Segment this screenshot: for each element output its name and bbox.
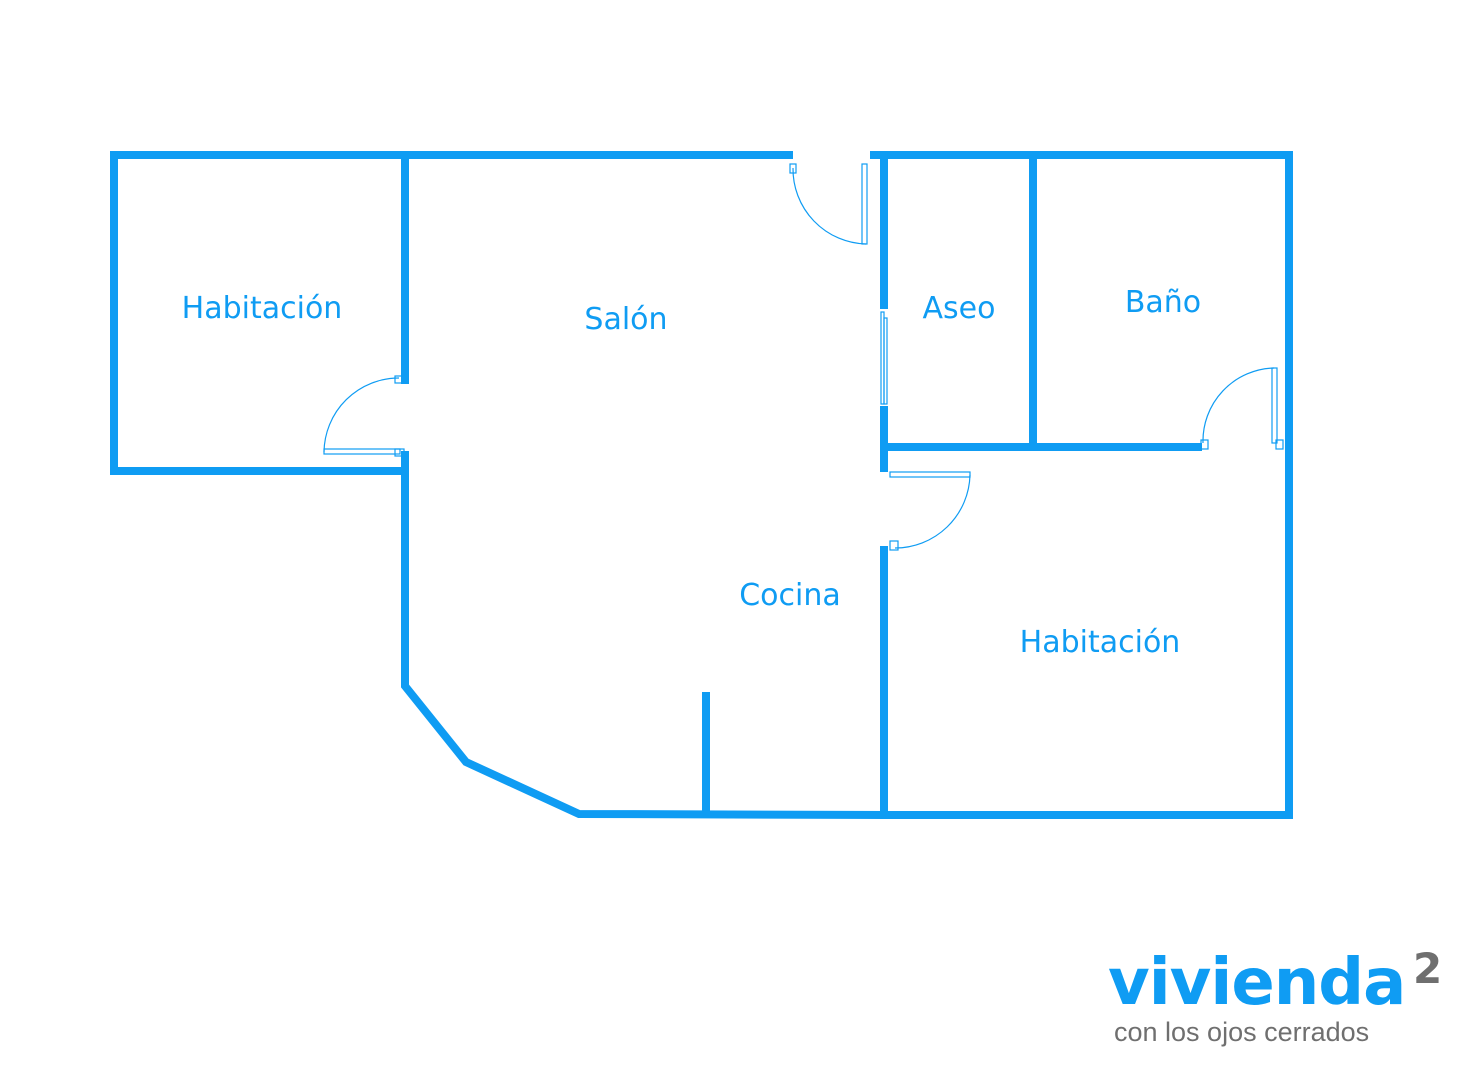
label-aseo: Aseo — [923, 291, 996, 326]
door-habitacion-1 — [323, 375, 405, 457]
room-labels: Habitación Salón Aseo Baño Cocina Habita… — [182, 285, 1202, 660]
brand-logo: vivienda 2 con los ojos cerrados — [1108, 945, 1458, 1055]
logo-wordmark: vivienda — [1108, 946, 1406, 1020]
logo-superscript: 2 — [1413, 944, 1443, 993]
label-bano: Baño — [1125, 285, 1201, 320]
door-habitacion-2 — [889, 471, 971, 551]
wall-top-right — [870, 151, 1293, 819]
door-entrance — [789, 163, 868, 245]
doors — [323, 163, 1284, 551]
wall-bottom-angled — [401, 451, 889, 820]
label-cocina: Cocina — [739, 578, 841, 613]
wall-top-left — [110, 151, 793, 475]
exterior-walls — [110, 151, 1293, 820]
door-bano — [1200, 367, 1284, 450]
label-habitacion-1: Habitación — [182, 291, 343, 326]
door-aseo-sliding — [880, 311, 888, 405]
label-habitacion-2: Habitación — [1020, 625, 1181, 660]
interior-walls — [401, 151, 1202, 819]
logo-tagline: con los ojos cerrados — [1114, 1017, 1370, 1047]
label-salon: Salón — [584, 302, 667, 337]
